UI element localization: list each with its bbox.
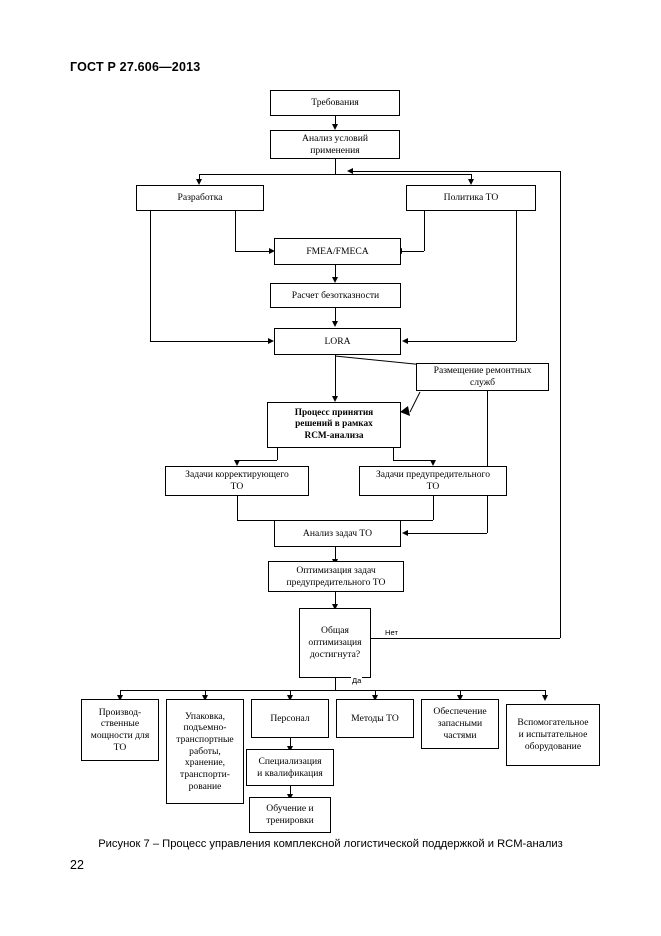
- node-task-analysis[interactable]: Анализ задач ТО: [274, 520, 401, 547]
- node-optimization-check[interactable]: Общая оптимизация достигнута?: [299, 608, 371, 678]
- edge-reliability-lora: [335, 308, 336, 323]
- edge-preventive-taskanalysis-h: [369, 520, 433, 521]
- edge-distribution-bus: [120, 690, 545, 691]
- edge-no-v: [560, 171, 561, 638]
- edge-rcm-corrective-v: [277, 448, 278, 460]
- edge-optimization-check: [335, 592, 336, 608]
- page-number: 22: [70, 858, 84, 872]
- arrowhead-spareparts-in: [456, 695, 463, 701]
- edge-rcm-preventive-v: [393, 448, 394, 460]
- edge-label-no: Нет: [384, 628, 399, 637]
- edge-no-h-out: [371, 638, 560, 639]
- node-personnel[interactable]: Персонал: [251, 699, 329, 738]
- edge-rcm-preventive-h: [393, 460, 433, 461]
- arrowhead-policy-in: [467, 179, 474, 185]
- node-training[interactable]: Обучение и тренировки: [249, 797, 331, 833]
- edge-bus-drop-1: [120, 690, 121, 699]
- arrowhead-fmea-left-in: [269, 247, 275, 254]
- standard-header: ГОСТ Р 27.606—2013: [70, 60, 201, 74]
- node-corrective-tasks[interactable]: Задачи корректирующего ТО: [165, 466, 309, 496]
- arrowhead-equipment-in: [541, 695, 548, 701]
- edge-placement-to-taskanalysis-h: [407, 533, 487, 534]
- node-packaging-handling[interactable]: Упаковка, подъемно- транспортные работы,…: [166, 699, 244, 804]
- node-rcm-decision[interactable]: Процесс принятия решений в рамках RCM-ан…: [267, 402, 401, 448]
- edge-requirements-usage: [335, 116, 336, 128]
- edge-yes-down: [335, 678, 336, 690]
- arrowhead-rcm-top-in: [331, 396, 338, 402]
- edge-rcm-corrective-h: [237, 460, 277, 461]
- edge-label-yes: Да: [351, 676, 363, 685]
- edge-bus-drop-2: [205, 690, 206, 699]
- edge-development-to-lora-h: [150, 341, 268, 342]
- node-support-equipment[interactable]: Вспомогательное и испытательное оборудов…: [506, 704, 600, 766]
- node-preventive-tasks[interactable]: Задачи предупредительного ТО: [359, 466, 507, 496]
- arrowhead-reliability-in: [331, 277, 338, 283]
- edge-policy-to-fmea-v: [424, 211, 425, 251]
- arrowhead-usage-in: [331, 124, 338, 130]
- edge-usage-down: [335, 159, 336, 174]
- arrowhead-lora-right-in: [402, 337, 408, 344]
- arrowhead-check-in: [331, 604, 338, 610]
- edge-specialization-training: [290, 786, 291, 797]
- edge-taskanalysis-optimization: [335, 547, 336, 561]
- arrowhead-development-in: [195, 179, 202, 185]
- arrowhead-methods-in: [371, 695, 378, 701]
- edge-bus-drop-3: [290, 690, 291, 699]
- edge-development-to-lora-v: [150, 211, 151, 341]
- node-task-optimization[interactable]: Оптимизация задач предупредительного ТО: [268, 561, 404, 592]
- arrowhead-lora-left-in: [268, 337, 274, 344]
- edge-placement-to-taskanalysis-v: [487, 391, 488, 533]
- node-maintenance-policy[interactable]: Политика ТО: [406, 185, 536, 211]
- edge-split-left: [199, 174, 200, 182]
- edge-no-h-in: [352, 171, 560, 172]
- edge-corrective-taskanalysis-v: [237, 496, 238, 520]
- figure-caption: Рисунок 7 – Процесс управления комплексн…: [98, 838, 563, 850]
- edge-fmea-reliability: [335, 265, 336, 279]
- edge-bus-drop-4: [375, 690, 376, 699]
- edge-personnel-specialization: [290, 738, 291, 749]
- edge-split-right: [471, 174, 472, 182]
- node-maintenance-methods[interactable]: Методы ТО: [336, 699, 414, 738]
- edge-policy-to-fmea-h: [401, 251, 424, 252]
- arrowhead-packaging-in: [201, 695, 208, 701]
- node-reliability-calc[interactable]: Расчет безотказности: [270, 283, 401, 308]
- edge-lora-rcm: [335, 355, 336, 400]
- edge-corrective-taskanalysis-h: [237, 520, 301, 521]
- node-spare-parts[interactable]: Обеспечение запасными частями: [421, 699, 499, 749]
- edge-preventive-taskanalysis-v: [433, 496, 434, 520]
- node-development[interactable]: Разработка: [136, 185, 264, 211]
- node-usage-analysis[interactable]: Анализ условий применения: [270, 130, 400, 159]
- edge-development-to-fmea-v: [235, 211, 236, 251]
- node-lora[interactable]: LORA: [274, 328, 401, 355]
- arrowhead-lora-top-in: [331, 321, 338, 327]
- edge-bus-drop-6: [545, 690, 546, 699]
- arrowhead-usage-feedback-in: [347, 167, 353, 174]
- edge-bus-drop-5: [460, 690, 461, 699]
- node-production-capacity[interactable]: Производ- ственные мощности для ТО: [81, 699, 159, 761]
- arrowhead-capacity-in: [116, 695, 123, 701]
- node-repair-placement[interactable]: Размещение ремонтных служб: [416, 363, 549, 391]
- edge-policy-to-lora-h: [407, 341, 516, 342]
- arrowhead-taskanalysis-right-in: [402, 529, 408, 536]
- edge-split-bus: [199, 174, 471, 175]
- arrowhead-personnel-in: [286, 695, 293, 701]
- node-fmea-fmeca[interactable]: FMEA/FMECA: [274, 238, 401, 265]
- node-requirements[interactable]: Требования: [270, 90, 400, 116]
- node-specialization[interactable]: Специализация и квалификация: [246, 749, 334, 786]
- edge-policy-to-lora-v: [516, 211, 517, 341]
- arrowhead-corrective-in: [233, 460, 240, 466]
- arrowhead-preventive-in: [429, 460, 436, 466]
- edge-development-to-fmea-h: [235, 251, 270, 252]
